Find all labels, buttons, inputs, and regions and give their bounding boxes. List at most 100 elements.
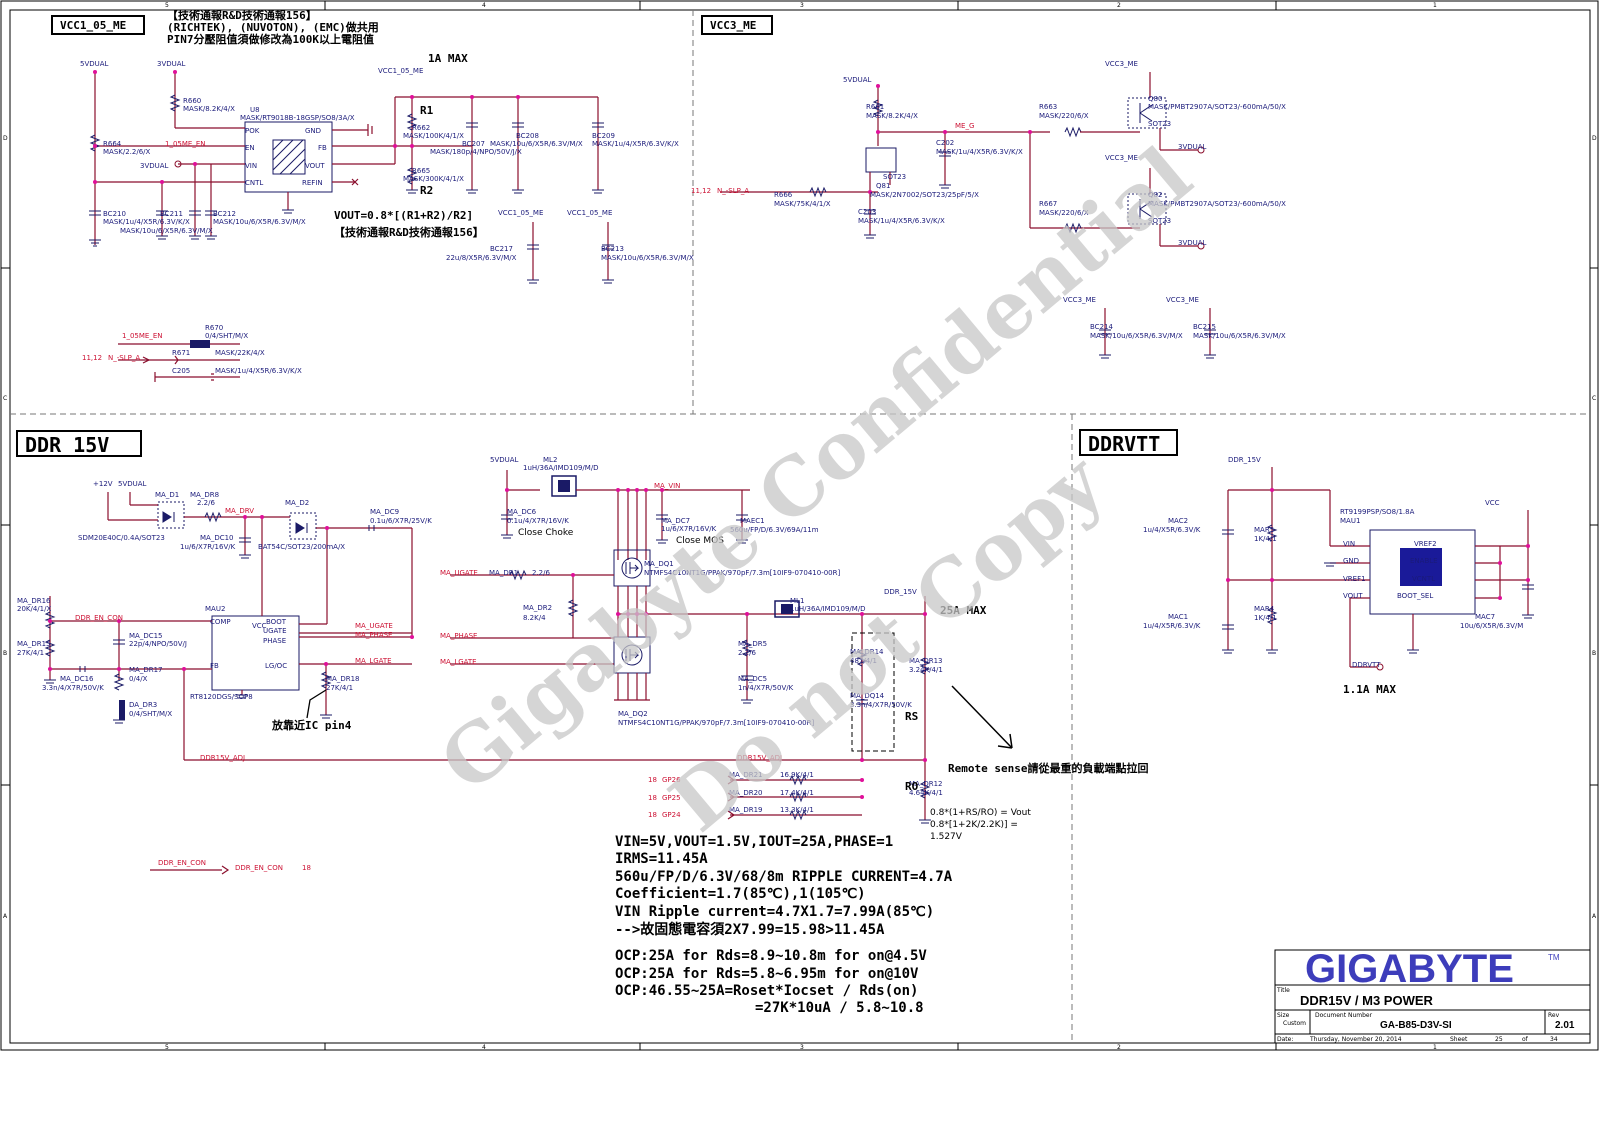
component-label: RT8120DGS/SOP8: [190, 693, 253, 701]
sheet-number: 25: [1495, 1036, 1503, 1043]
document-number: GA-B85-D3V-SI: [1380, 1020, 1452, 1031]
gigabyte-logo: GIGABYTE: [1305, 947, 1514, 991]
r2-label: R2: [420, 184, 433, 197]
component-label: MASK/1u/4/X5R/6.3V/K/X: [858, 217, 945, 225]
spec-block: VIN=5V,VOUT=1.5V,IOUT=25A,PHASE=1 IRMS=1…: [615, 834, 953, 1016]
net-label: DDR_EN_CON: [75, 614, 123, 622]
component-label: 3.24K/4/1: [909, 666, 943, 674]
q82-transistor: [1127, 193, 1167, 225]
component-label: 1u/4/X5R/6.3V/K: [1143, 526, 1201, 534]
svg-text:3: 3: [800, 2, 804, 9]
spec-line: OCP:25A for Rds=5.8~6.95m for on@10V: [615, 966, 919, 982]
component-label: MASK/10u/6/X5R/6.3V/M/X: [1193, 332, 1286, 340]
component-label: MASK/1u/4/X5R/6.3V/K/X: [592, 140, 679, 148]
component-label: R671: [172, 349, 190, 357]
component-label: GND: [305, 127, 321, 135]
component-label: 5VDUAL: [118, 480, 147, 488]
notes: 【技術通報R&D技術通報156】 (RICHTEK), (NUVOTON), (…: [167, 8, 1396, 842]
component-label: BC212: [213, 210, 236, 218]
vcc1-circuit: [89, 70, 614, 382]
component-label: MASK/10u/6/X5R/6.3V/M/X: [490, 140, 583, 148]
component-label: MA_DC6: [507, 508, 537, 516]
component-label: MASK/10u/6/X5R/6.3V/M/X: [1090, 332, 1183, 340]
vout-calc-line1: 0.8*(1+RS/RO) = Vout: [930, 808, 1031, 818]
net-label: MA_UGATE: [355, 622, 393, 630]
component-label: MA_DR5: [738, 640, 767, 648]
component-label: 17.4K/4/1: [780, 789, 814, 797]
component-label: MASK/22K/4/X: [215, 349, 265, 357]
component-label: MA_DR13: [909, 657, 943, 665]
component-label: SOT23: [883, 173, 906, 181]
component-label: 8.2K/4: [523, 614, 546, 622]
component-label: NTMFS4C10NT1G/PPAK/970pF/7.3m[10IF9-0704…: [644, 569, 840, 577]
component-label: BOOT: [266, 618, 287, 626]
component-label: 5VDUAL: [80, 60, 109, 68]
component-label: 22u/8/X5R/6.3V/M/X: [446, 254, 517, 262]
rev-label: Rev: [1548, 1012, 1560, 1019]
component-label: C205: [172, 367, 190, 375]
component-label: NTMFS4C10NT1G/PPAK/970pF/7.3m[10IF9-0704…: [618, 719, 814, 727]
component-label: BC208: [516, 132, 539, 140]
svg-text:A: A: [1592, 913, 1597, 920]
component-label: MASK/1u/4/X5R/6.3V/K/X: [103, 218, 190, 226]
section-title-vcc3: VCC3_ME: [710, 19, 756, 32]
component-label: 5VDUAL: [843, 76, 872, 84]
component-label: 3VDUAL: [1178, 143, 1207, 151]
component-label: MA_DR21: [729, 771, 763, 779]
component-label: MAC2: [1168, 517, 1188, 525]
component-label: ML2: [543, 456, 557, 464]
component-label: MAC1: [1168, 613, 1188, 621]
component-label: 1u/6/X7R/16V/K: [180, 543, 236, 551]
component-label: MA_DR2: [523, 604, 552, 612]
net-label: DDR_EN_CON: [235, 864, 283, 872]
date-label: Date:: [1277, 1036, 1293, 1043]
component-label: FB: [210, 662, 219, 670]
component-label: VCNTL: [1412, 575, 1435, 583]
component-label: Q81: [876, 182, 890, 190]
component-label: MASK/2N7002/SOT23/25pF/5/X: [870, 191, 979, 199]
net-label: 1_05ME_EN: [165, 140, 205, 148]
svg-text:D: D: [1592, 135, 1597, 142]
component-label: MASK/220/6/X: [1039, 209, 1089, 217]
amax-1a-note: 1A MAX: [428, 52, 468, 65]
component-label: BC217: [490, 245, 513, 253]
component-label: REFIN: [302, 179, 323, 187]
component-label: VCC1_05_ME: [498, 209, 543, 217]
date-value: Thursday, November 20, 2014: [1309, 1036, 1402, 1043]
ma-dq2-mosfet: [613, 636, 651, 674]
net-label: MA_LGATE: [440, 658, 477, 666]
spec-line: OCP:25A for Rds=8.9~10.8m for on@4.5V: [615, 948, 927, 964]
component-label: SDM20E40C/0.4A/SOT23: [78, 534, 165, 542]
svg-text:4: 4: [482, 2, 486, 9]
component-label: 1K/4/1: [1254, 614, 1277, 622]
component-label: 487/4/1: [850, 657, 877, 665]
component-label: MASK/2.2/6/X: [103, 148, 151, 156]
component-label: R665: [412, 167, 430, 175]
component-label: 2.2/6: [197, 499, 215, 507]
component-label: Q80: [1148, 95, 1162, 103]
net-label: N_-SLP_A: [717, 187, 749, 195]
amax-25a-note: 25A MAX: [940, 604, 987, 617]
component-label: 3.3n/4/X7R/50V/K: [850, 701, 912, 709]
component-label: UGATE: [263, 627, 287, 635]
component-label: MAC7: [1475, 613, 1495, 621]
size-label: Size: [1277, 1012, 1290, 1019]
component-label: 0.1u/4/X7R/16V/K: [507, 517, 569, 525]
component-label: COMP: [210, 618, 231, 626]
trademark: TM: [1548, 953, 1560, 962]
component-label: 27K/4/1: [326, 684, 353, 692]
component-label: LG/OC: [265, 662, 287, 670]
tech-note-line2: (RICHTEK), (NUVOTON), (EMC)做共用: [167, 20, 379, 34]
component-label: MA_DC5: [738, 675, 767, 683]
component-label: 3VDUAL: [140, 162, 169, 170]
component-label: BC214: [1090, 323, 1113, 331]
component-label: BC213: [601, 245, 624, 253]
component-label: MA_D1: [155, 491, 179, 499]
component-label: MASK/300K/4/1/X: [403, 175, 464, 183]
sheet-title: DDR15V / M3 POWER: [1300, 993, 1434, 1008]
component-label: MAR5: [1254, 526, 1274, 534]
spec-line: Coefficient=1.7(85℃),1(105℃): [615, 886, 866, 902]
mau1-thermal-pad: [1400, 548, 1442, 586]
